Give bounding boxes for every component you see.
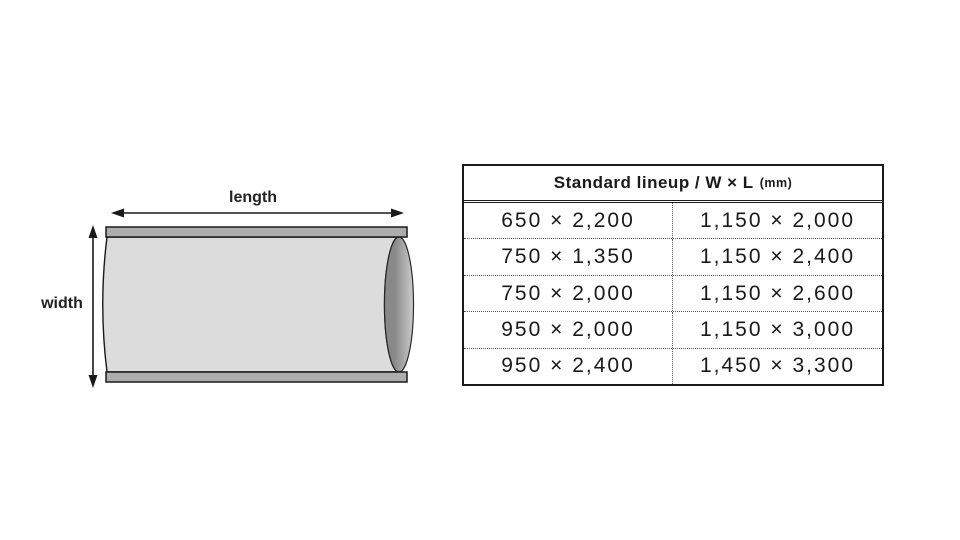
size-cell: 1,150 × 2,600 [699, 281, 856, 305]
size-cell: 950 × 2,000 [464, 312, 673, 348]
roll-body [102, 236, 400, 373]
table-row: 750 × 2,000 1,150 × 2,600 [464, 275, 882, 313]
table-body: 650 × 2,200 1,150 × 2,000 750 × 1,350 1,… [464, 203, 882, 385]
size-cell: 650 × 2,200 [464, 203, 673, 239]
width-label: width [40, 295, 83, 312]
product-diagram: length width [40, 189, 415, 388]
size-cell: 750 × 2,000 [464, 275, 673, 312]
table-row: 950 × 2,400 1,450 × 3,300 [464, 348, 882, 385]
roll-end-cap [383, 236, 415, 373]
table-row: 950 × 2,000 1,150 × 3,000 [464, 312, 882, 349]
table-row: 650 × 2,200 1,150 × 2,000 [464, 203, 882, 240]
length-label: length [229, 189, 277, 206]
size-cell: 750 × 1,350 [464, 239, 673, 275]
table-row: 750 × 1,350 1,150 × 2,400 [464, 239, 882, 276]
standard-lineup-table: Standard lineup / W × L (mm) 650 × 2,200… [462, 164, 884, 386]
table-title: Standard lineup / W × L [553, 173, 754, 192]
size-cell: 1,150 × 2,400 [699, 245, 856, 269]
size-cell: 1,150 × 2,000 [699, 208, 856, 232]
size-cell: 950 × 2,400 [464, 348, 673, 385]
length-arrow-icon [111, 208, 404, 218]
width-arrow-icon [88, 225, 98, 388]
table-unit-label: (mm) [759, 176, 793, 190]
table-header: Standard lineup / W × L (mm) [464, 166, 882, 203]
size-cell: 1,150 × 3,000 [699, 317, 856, 341]
size-cell: 1,450 × 3,300 [699, 354, 856, 378]
roll-top-strip [105, 226, 408, 238]
roll-bottom-strip [105, 371, 408, 383]
